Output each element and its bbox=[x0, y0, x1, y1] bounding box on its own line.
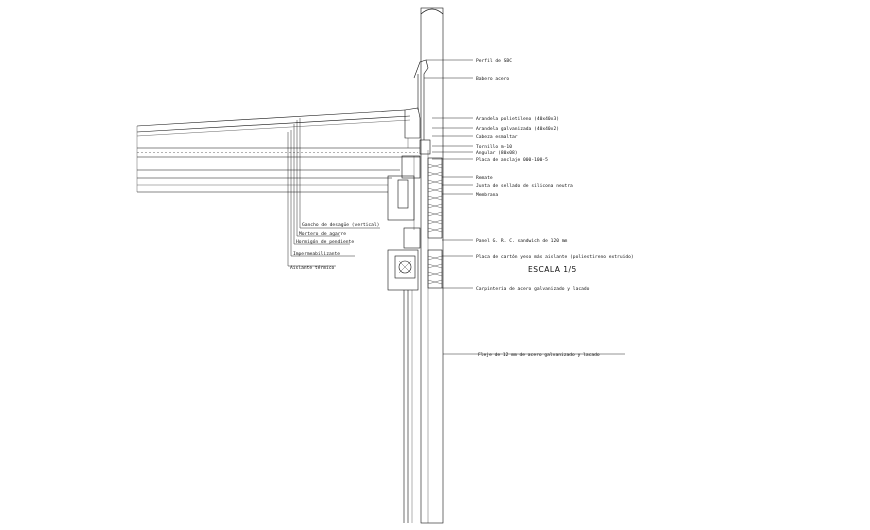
flashing bbox=[413, 59, 429, 140]
label-junta: Junta de sellado de silicona neutra bbox=[476, 183, 573, 189]
label-panel: Panel G. R. C. sandwich de 120 mm bbox=[476, 238, 568, 244]
label-aislante: Aislante térmico bbox=[290, 264, 334, 271]
vertical-rods bbox=[403, 290, 413, 523]
label-placa-carton: Placa de cartón yeso más aislante (polie… bbox=[476, 253, 634, 260]
label-membrana: Membrana bbox=[476, 192, 498, 198]
label-babero: Babero acero bbox=[476, 76, 509, 82]
label-perfil: Perfil de SBC bbox=[476, 58, 512, 64]
roof-slab bbox=[136, 107, 421, 193]
label-placa-anclaje: Placa de anclaje 000-100-5 bbox=[476, 157, 548, 163]
window-head-assembly bbox=[387, 227, 443, 291]
right-leader-lines bbox=[288, 59, 625, 355]
label-impermeabilizante: Impermeabilizante bbox=[293, 251, 340, 257]
label-angular: Angular (80x08) bbox=[476, 150, 518, 156]
label-gancho: Gancho de desagüe (vertical) bbox=[302, 222, 379, 228]
label-fleje: Fleje de 12 mm de acero galvanizado y la… bbox=[478, 352, 600, 358]
label-mortero: Mortero de agarre bbox=[299, 231, 346, 237]
label-arandela-polietileno: Arandela polietileno (40x40x3) bbox=[476, 116, 559, 122]
anchor-assembly bbox=[387, 139, 431, 230]
label-carpinteria: Carpintería de acero galvanizado y lacad… bbox=[476, 285, 590, 292]
label-hormigon: Hormigón de pendiente bbox=[296, 238, 354, 245]
label-tornillo: Tornillo m-10 bbox=[476, 144, 512, 150]
sandwich-panel bbox=[427, 157, 443, 239]
slab-leader-lines bbox=[287, 118, 301, 266]
label-arandela-galvanizada: Arandela galvanizada (40x40x2) bbox=[476, 126, 559, 132]
label-remate: Remate bbox=[476, 175, 493, 181]
scale-label: ESCALA 1/5 bbox=[528, 265, 577, 274]
label-cabeza: Cabeza esmaltar bbox=[476, 134, 518, 140]
